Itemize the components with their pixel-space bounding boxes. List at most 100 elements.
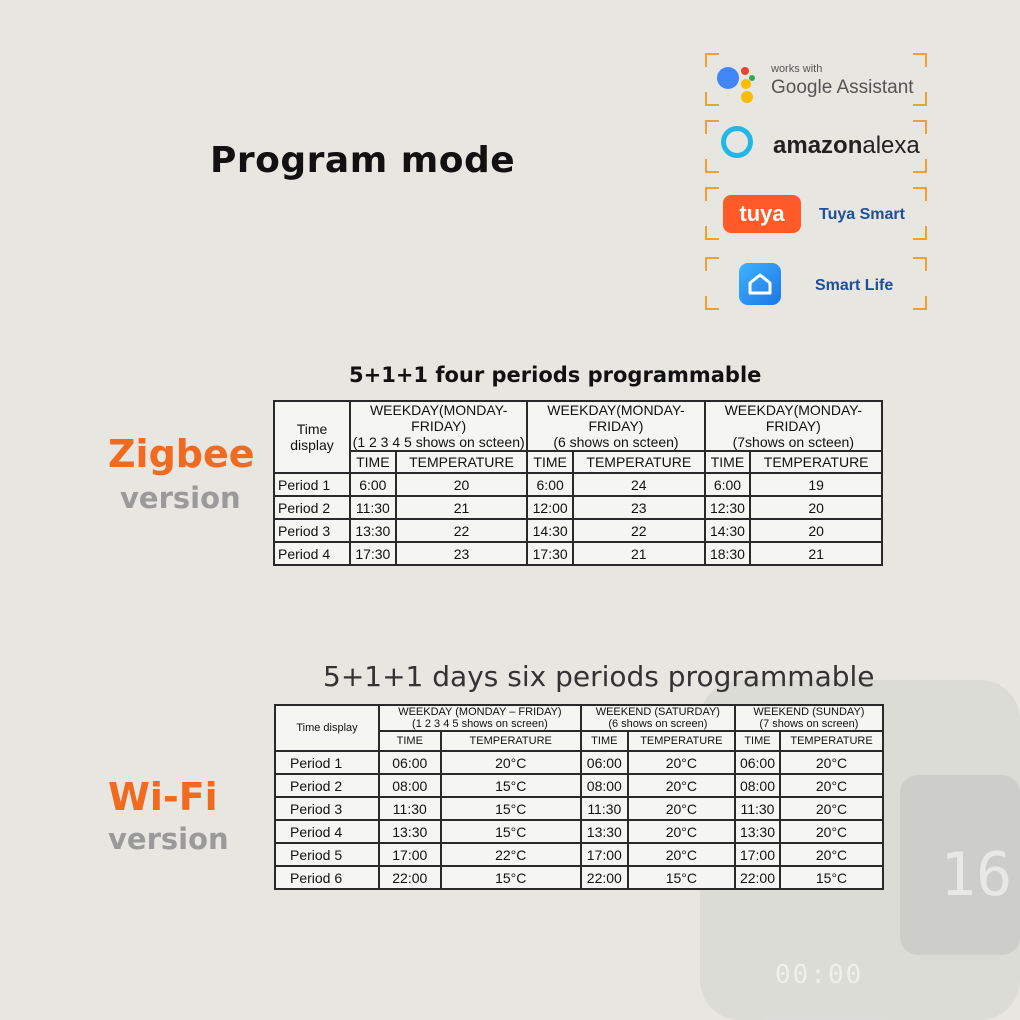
- temperature-cell: 20°C: [626, 796, 736, 821]
- period-label: Period 6: [274, 865, 380, 890]
- col-temp: TEMPERATURE: [394, 450, 529, 474]
- wifi-version-sub: version: [108, 822, 229, 856]
- temperature-cell: 20°C: [779, 750, 884, 775]
- thermostat-screen: [900, 775, 1020, 955]
- time-cell: 6:00: [526, 472, 574, 497]
- time-cell: 08:00: [378, 773, 442, 798]
- time-cell: 11:30: [349, 495, 397, 520]
- col-temp: TEMPERATURE: [779, 730, 884, 752]
- google-assistant-icon: [715, 61, 755, 103]
- zigbee-table-title: 5+1+1 four periods programmable: [349, 363, 762, 387]
- time-cell: 12:30: [703, 495, 752, 520]
- time-display-header: Time display: [273, 400, 351, 474]
- time-cell: 17:30: [349, 541, 397, 566]
- temperature-cell: 20°C: [439, 750, 582, 775]
- alexa-ring-icon: [721, 126, 753, 158]
- time-cell: 12:00: [526, 495, 574, 520]
- temperature-cell: 21: [749, 541, 883, 566]
- col-temp: TEMPERATURE: [749, 450, 883, 474]
- temperature-cell: 15°C: [439, 819, 582, 844]
- google-assistant-label: Google Assistant: [771, 77, 914, 98]
- smart-life-label: Smart Life: [815, 277, 894, 294]
- time-cell: 11:30: [579, 796, 629, 821]
- time-display-header: Time display: [274, 704, 380, 752]
- time-cell: 14:30: [703, 518, 752, 543]
- period-label: Period 4: [273, 541, 351, 566]
- temperature-cell: 20: [749, 518, 883, 543]
- time-cell: 06:00: [579, 750, 629, 775]
- smart-life-badge: Smart Life: [705, 257, 927, 310]
- zigbee-schedule-table: Time display WEEKDAY(MONDAY-FRIDAY)(1 2 …: [273, 400, 884, 566]
- temperature-cell: 23: [571, 495, 706, 520]
- time-cell: 18:30: [703, 541, 752, 566]
- period-label: Period 3: [274, 796, 380, 821]
- period-label: Period 5: [274, 842, 380, 867]
- wifi-version-label: Wi-Fi: [108, 775, 218, 819]
- temperature-cell: 20°C: [779, 819, 884, 844]
- wifi-table-title: 5+1+1 days six periods programmable: [323, 660, 875, 693]
- temperature-cell: 20: [749, 495, 883, 520]
- temperature-cell: 22: [394, 518, 529, 543]
- tuya-logo-icon: tuya: [723, 195, 801, 233]
- wifi-schedule-table: Time display WEEKDAY (MONDAY – FRIDAY)(1…: [274, 704, 885, 890]
- temperature-cell: 15°C: [439, 865, 582, 890]
- group-header: WEEKDAY(MONDAY-FRIDAY)(7shows on scteen): [703, 400, 884, 452]
- temperature-cell: 15°C: [439, 796, 582, 821]
- group-header: WEEKDAY(MONDAY-FRIDAY)(6 shows on scteen…: [526, 400, 706, 452]
- amazon-alexa-badge: amazonalexa: [705, 120, 927, 173]
- time-cell: 13:30: [378, 819, 442, 844]
- page-title: Program mode: [210, 140, 516, 181]
- temperature-cell: 20°C: [626, 842, 736, 867]
- col-time: TIME: [703, 450, 752, 474]
- temperature-cell: 20°C: [626, 773, 736, 798]
- time-cell: 11:30: [733, 796, 782, 821]
- time-cell: 11:30: [378, 796, 442, 821]
- period-label: Period 2: [273, 495, 351, 520]
- time-cell: 6:00: [703, 472, 752, 497]
- temperature-cell: 21: [394, 495, 529, 520]
- col-time: TIME: [378, 730, 442, 752]
- time-cell: 17:00: [579, 842, 629, 867]
- zigbee-version-sub: version: [120, 481, 241, 515]
- group-header: WEEKEND (SUNDAY)(7 shows on screen): [733, 704, 885, 732]
- col-time: TIME: [526, 450, 574, 474]
- temperature-cell: 21: [571, 541, 706, 566]
- temperature-cell: 20°C: [626, 750, 736, 775]
- col-time: TIME: [733, 730, 782, 752]
- temperature-cell: 24: [571, 472, 706, 497]
- zigbee-version-label: Zigbee: [108, 432, 255, 476]
- group-header: WEEKDAY(MONDAY-FRIDAY)(1 2 3 4 5 shows o…: [348, 400, 529, 452]
- time-cell: 14:30: [526, 518, 574, 543]
- period-label: Period 4: [274, 819, 380, 844]
- time-cell: 17:00: [733, 842, 782, 867]
- time-cell: 6:00: [349, 472, 397, 497]
- period-label: Period 2: [274, 773, 380, 798]
- temperature-cell: 20°C: [626, 819, 736, 844]
- group-header: WEEKDAY (MONDAY – FRIDAY)(1 2 3 4 5 show…: [378, 704, 582, 732]
- time-cell: 13:30: [733, 819, 782, 844]
- period-label: Period 3: [273, 518, 351, 543]
- col-time: TIME: [349, 450, 397, 474]
- time-cell: 08:00: [733, 773, 782, 798]
- temperature-cell: 20: [394, 472, 529, 497]
- thermostat-temp-digits: 16: [940, 840, 1013, 910]
- temperature-cell: 22: [571, 518, 706, 543]
- thermostat-clock: 00:00: [775, 960, 864, 990]
- col-temp: TEMPERATURE: [626, 730, 736, 752]
- temperature-cell: 19: [749, 472, 883, 497]
- time-cell: 13:30: [579, 819, 629, 844]
- temperature-cell: 20°C: [779, 842, 884, 867]
- group-header: WEEKEND (SATURDAY)(6 shows on screen): [579, 704, 736, 732]
- temperature-cell: 15°C: [779, 865, 884, 890]
- time-cell: 22:00: [579, 865, 629, 890]
- google-works-with: works with: [771, 63, 823, 75]
- temperature-cell: 20°C: [779, 773, 884, 798]
